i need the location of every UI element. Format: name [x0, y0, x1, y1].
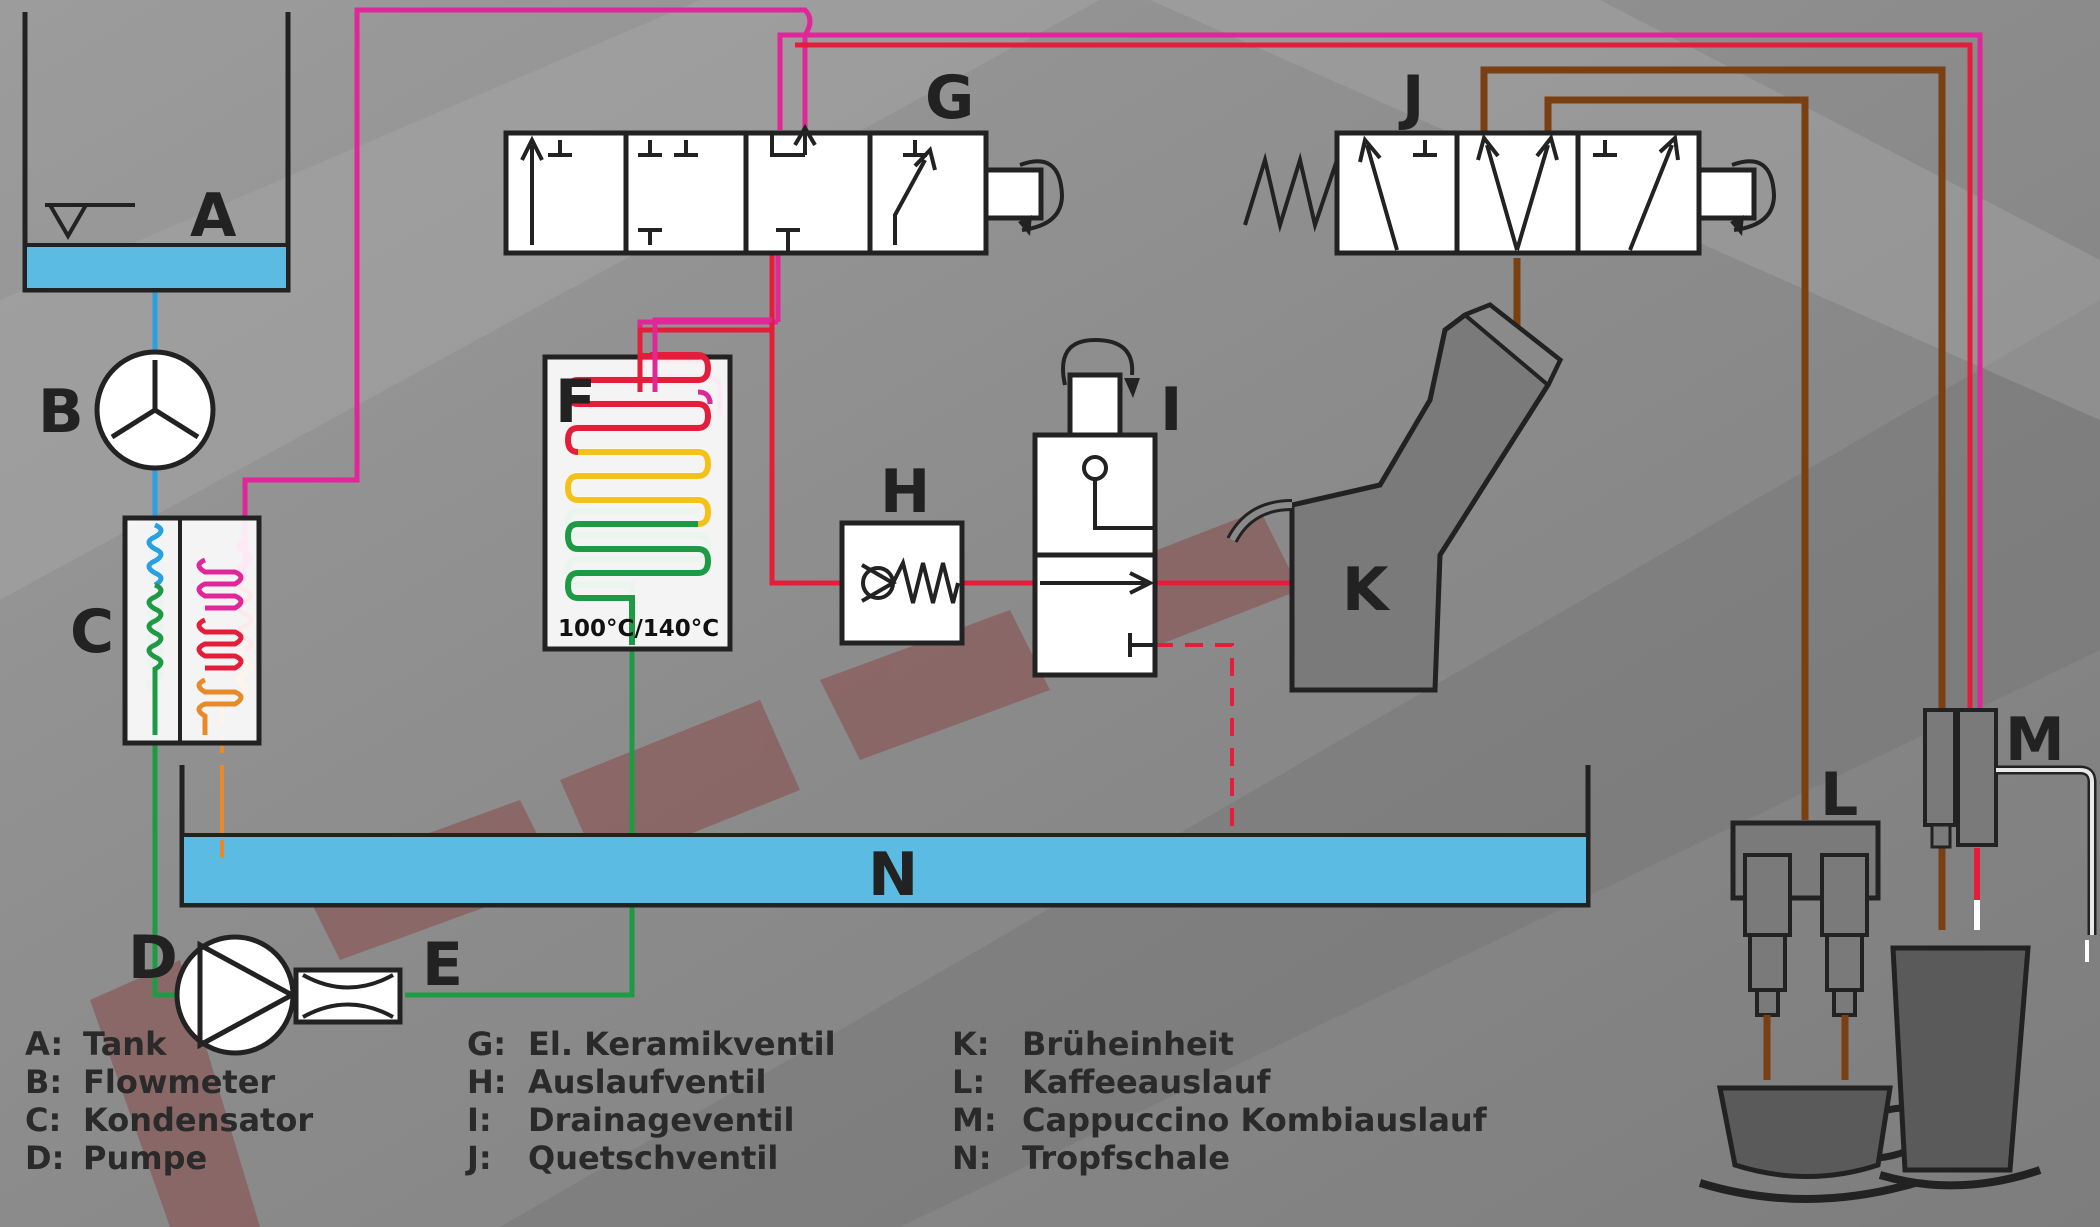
heater-coil-red	[564, 353, 712, 455]
label-m: M	[2005, 705, 2065, 775]
flow-restrictor-e	[293, 967, 403, 1025]
legend-key: N:	[952, 1139, 992, 1177]
condenser-coil-orange	[196, 677, 244, 735]
tank-a	[22, 12, 291, 293]
steam-line	[777, 32, 1983, 710]
label-j: J	[1398, 63, 1424, 133]
legend-key: D:	[25, 1139, 64, 1177]
ceramic-valve-g	[503, 124, 1065, 256]
condenser-coil-green	[146, 582, 164, 735]
condenser-coil-blue	[146, 522, 164, 588]
coffee-line	[1480, 66, 1946, 930]
heater-steam-out	[652, 317, 772, 392]
legend-label: Drainageventil	[528, 1101, 794, 1139]
legend-key: C:	[25, 1101, 61, 1139]
green-water-line	[405, 614, 635, 998]
label-e: E	[422, 930, 463, 1000]
legend-key: G:	[467, 1025, 506, 1063]
label-d: D	[128, 923, 178, 993]
legend-label: Brüheinheit	[1022, 1025, 1234, 1063]
label-g: G	[925, 63, 974, 133]
legend-label: El. Keramikventil	[528, 1025, 836, 1063]
background-shade	[500, 300, 2100, 1227]
legend-key: K:	[952, 1025, 990, 1063]
legend-label: Flowmeter	[83, 1063, 275, 1101]
actuator-rotate-icon	[1731, 159, 1777, 232]
heater-temperature: 100°C/140°C	[558, 616, 719, 642]
pump-icon	[197, 940, 298, 1050]
actuator-rotate-icon	[1061, 337, 1135, 386]
spring-icon	[891, 557, 960, 604]
legend-label: Kaffeeauslauf	[1022, 1063, 1271, 1101]
legend-label: Quetschventil	[528, 1139, 778, 1177]
arrow-icon	[1358, 135, 1399, 251]
cappuccino-spout-m	[1923, 708, 2097, 962]
spring-icon	[1243, 152, 1339, 233]
outlet-valve-h	[839, 520, 965, 646]
label-n: N	[868, 840, 918, 910]
legend-key: A:	[25, 1025, 63, 1063]
label-f: F	[555, 367, 596, 437]
switch-arrow-icon	[893, 145, 937, 245]
label-i: I	[1160, 375, 1182, 445]
heater-coil-yellow	[564, 449, 712, 527]
drip-tray-n	[179, 765, 1591, 908]
heater-hot-out	[637, 327, 772, 392]
flowmeter-b	[94, 349, 216, 471]
condenser-coil-red	[196, 617, 244, 671]
legend-label: Pumpe	[83, 1139, 207, 1177]
legend-label: Tropfschale	[1022, 1139, 1230, 1177]
legend-key: I:	[467, 1101, 492, 1139]
legend-label: Auslaufventil	[528, 1063, 766, 1101]
legend-key: H:	[467, 1063, 507, 1101]
label-k: K	[1342, 555, 1391, 625]
condenser-c	[122, 515, 262, 746]
latte-glass	[1878, 945, 2042, 1190]
condenser-coil-magenta	[196, 557, 244, 611]
legend-key: B:	[25, 1063, 62, 1101]
label-h: H	[880, 457, 930, 527]
pump-d	[174, 934, 298, 1056]
label-a: A	[190, 181, 237, 251]
brew-unit-k	[1226, 302, 1564, 693]
water-level-icon	[45, 203, 135, 240]
arrow-up-icon	[520, 135, 544, 245]
hot-steam-line	[795, 42, 1973, 710]
arrow-icon	[1628, 133, 1680, 251]
restrictor-icon	[302, 973, 394, 1019]
arrow-right-icon	[1040, 571, 1155, 595]
coffee-spout-l	[1730, 820, 1881, 1080]
hot-water-line	[769, 250, 843, 586]
pinch-valve-j	[1243, 130, 1777, 256]
legend-key: L:	[952, 1063, 985, 1101]
label-l: L	[1820, 760, 1858, 830]
legend-label: Cappuccino Kombiauslauf	[1022, 1101, 1488, 1139]
drain-valve-i	[1032, 337, 1158, 678]
legend-label: Kondensator	[83, 1101, 313, 1139]
legend-key: M:	[952, 1101, 997, 1139]
label-b: B	[38, 377, 84, 447]
flowmeter-rotor-icon	[110, 360, 200, 440]
legend-key: J:	[465, 1139, 492, 1177]
drain-line	[1155, 643, 1234, 848]
legend-label: Tank	[83, 1025, 167, 1063]
split-arrow-icon	[1476, 133, 1559, 251]
actuator-rotate-icon	[1019, 159, 1065, 232]
heater-coil-green	[564, 521, 712, 645]
label-c: C	[70, 597, 114, 667]
arrow-up-icon	[770, 124, 817, 157]
coffee-line	[1544, 96, 1809, 820]
